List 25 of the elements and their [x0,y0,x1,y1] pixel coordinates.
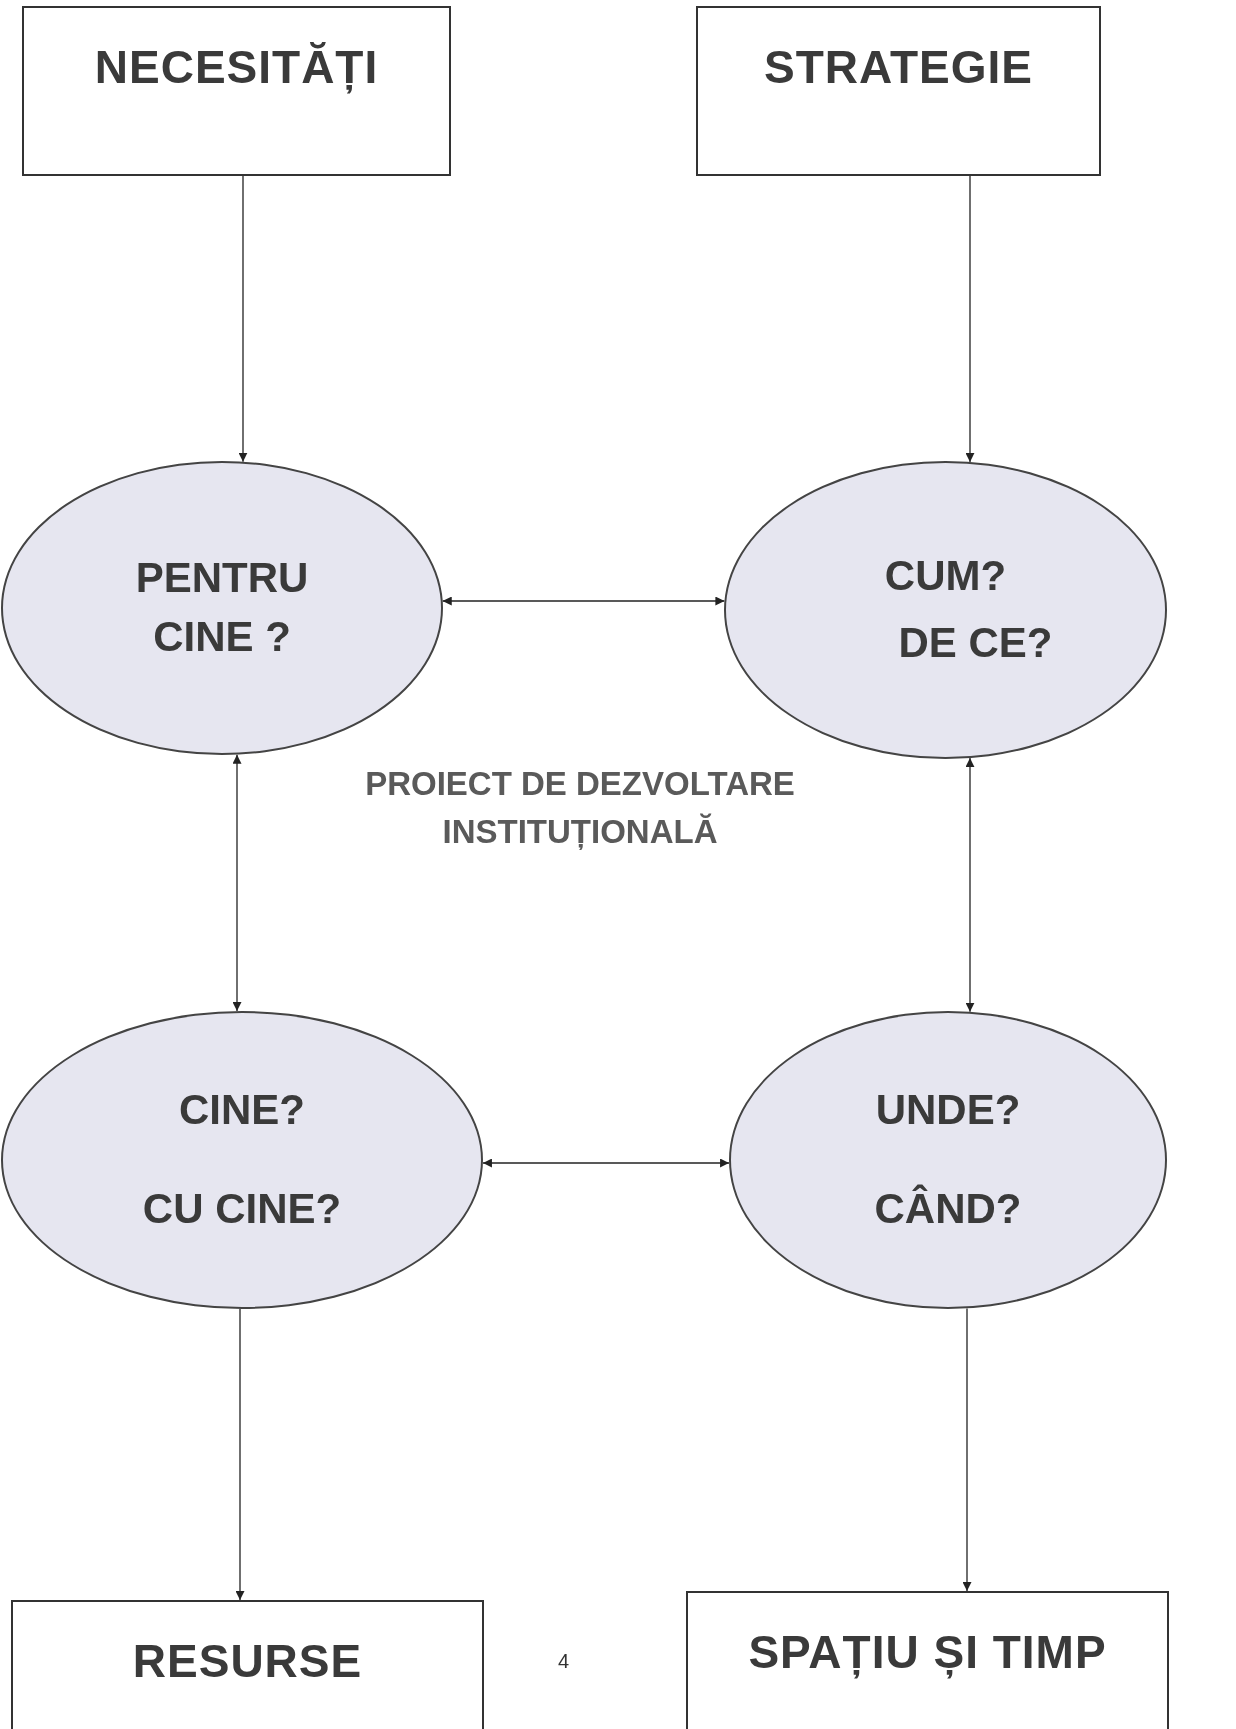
node-text: CU CINE? [141,1184,343,1234]
rectangle-box [22,6,451,176]
box-title: NECESITĂȚI [94,40,379,94]
node-text: CUM? [883,551,1008,602]
rectangle-box [11,1600,484,1729]
arrow [965,757,975,1013]
arrow [962,1307,972,1592]
node-text: PENTRU CINE ? [134,553,310,662]
rectangle-box [686,1591,1169,1729]
arrow [238,175,248,463]
page-number: 4 [558,1650,570,1673]
node-text: UNDE? [874,1085,1022,1136]
arrow [442,596,726,606]
arrow [232,754,242,1012]
box-title: SPAȚIU ȘI TIMP [748,1625,1107,1679]
node-text: CÂND? [873,1183,1023,1234]
node-text: CINE? [178,1085,306,1136]
arrow [235,1308,245,1601]
rectangle-box [696,6,1101,176]
arrow [482,1158,730,1168]
box-title: RESURSE [132,1634,363,1688]
center-title: PROIECT DE DEZVOLTARE INSTITUȚIONALĂ [364,764,796,852]
node-text: DE CE? [897,618,1054,668]
arrow [965,175,975,463]
box-title: STRATEGIE [764,40,1033,94]
